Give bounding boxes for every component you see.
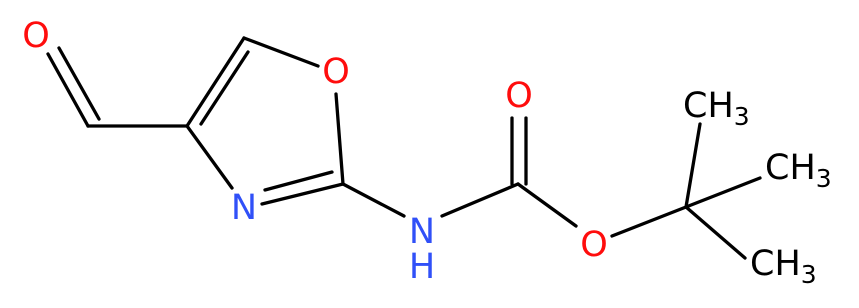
ring-c4-c5-inner-bond [199,50,250,126]
carbonyl-to-ester-bond [516,182,578,228]
amine-nitrogen-label: N [409,212,435,252]
ester-to-quaternary-bond [610,205,688,238]
methyl-sub-bottom: 3 [801,260,817,289]
methyl-label-bottom: CH3 [750,244,817,289]
ring-o1-c2-bond [334,92,345,186]
ring-c2-n3-bond [260,182,345,206]
methyl-label-right: CH3 [765,148,832,193]
ring-oxygen-label: O [322,52,350,92]
ester-oxygen-label: O [580,225,608,265]
ring-nitrogen-label: N [231,188,257,228]
amine-hydrogen-label: H [409,247,435,287]
methyl-bond-bottom [684,205,747,260]
carbonyl-oxygen-label: O [505,76,533,116]
methyl-main-top: CH [683,86,734,126]
ring-c2-n3-inner-bond [263,170,334,192]
ring-n3-c4-bond [185,124,234,190]
aldehyde-double-bond-b [57,46,101,121]
aldehyde-double-bond-a [46,52,90,128]
ring-c4-c5-bond [185,36,246,128]
methyl-bond-right [684,176,762,209]
ring-to-amine-bond [341,182,406,218]
methyl-label-top: CH3 [683,86,750,131]
methyl-main-right: CH [765,148,816,188]
amine-to-carbonyl-bond [440,182,520,218]
aldehyde-oxygen-label: O [22,16,50,56]
methyl-sub-right: 3 [816,164,832,193]
ring-c5-o1-bond [242,36,320,68]
methyl-main-bottom: CH [750,244,801,284]
methyl-bond-top [684,122,702,209]
methyl-sub-top: 3 [734,102,750,131]
